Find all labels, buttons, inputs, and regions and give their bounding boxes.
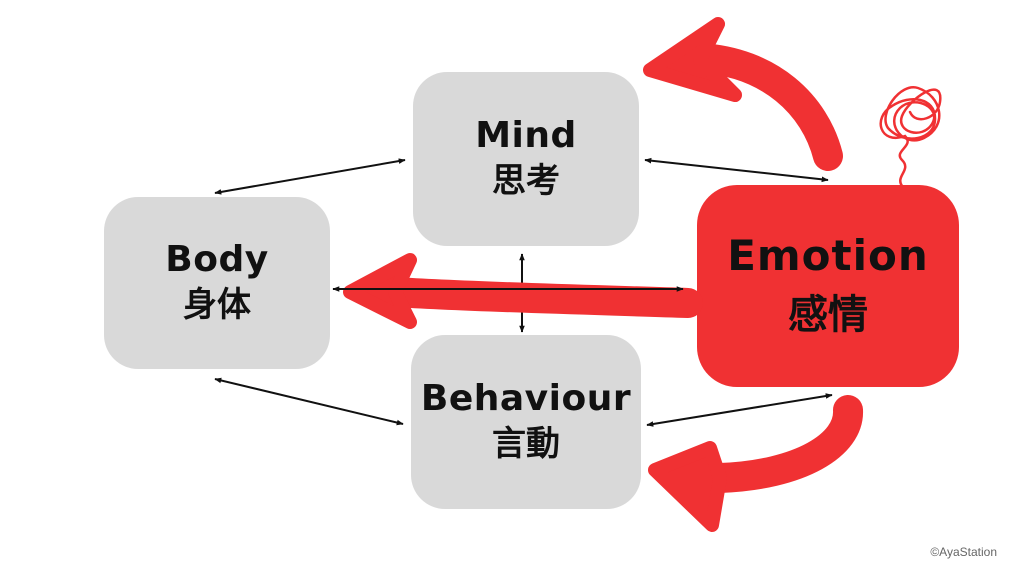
mind-node: Mind 思考 [413,72,639,246]
connector-mind-body [214,158,406,195]
influence-arrowhead-mind [643,17,742,102]
body-node: Body 身体 [104,197,330,369]
behaviour-label-ja: 言動 [492,424,560,465]
body-label-en: Body [165,239,269,281]
emotion-label-en: Emotion [727,230,929,280]
influence-arrowhead-behaviour [648,441,727,532]
influence-arrowhead-body [343,253,417,329]
connector-behaviour-emotion [646,393,833,427]
behaviour-label-en: Behaviour [420,378,632,420]
influence-arrow-emotion-to-body [380,277,703,318]
connector-body-behaviour [214,377,404,426]
body-label-ja: 身体 [183,285,251,326]
emotion-node: Emotion 感情 [697,185,959,387]
stress-scribble-icon [879,86,942,188]
mind-label-ja: 思考 [492,161,560,202]
influence-arrow-emotion-to-behaviour [705,395,863,493]
connector-mind-emotion [644,157,829,183]
mind-label-en: Mind [475,115,577,157]
behaviour-node: Behaviour 言動 [411,335,641,509]
emotion-label-ja: 感情 [788,292,868,339]
influence-arrow-emotion-to-mind [685,43,843,171]
credit-text: ©AyaStation [930,545,997,559]
